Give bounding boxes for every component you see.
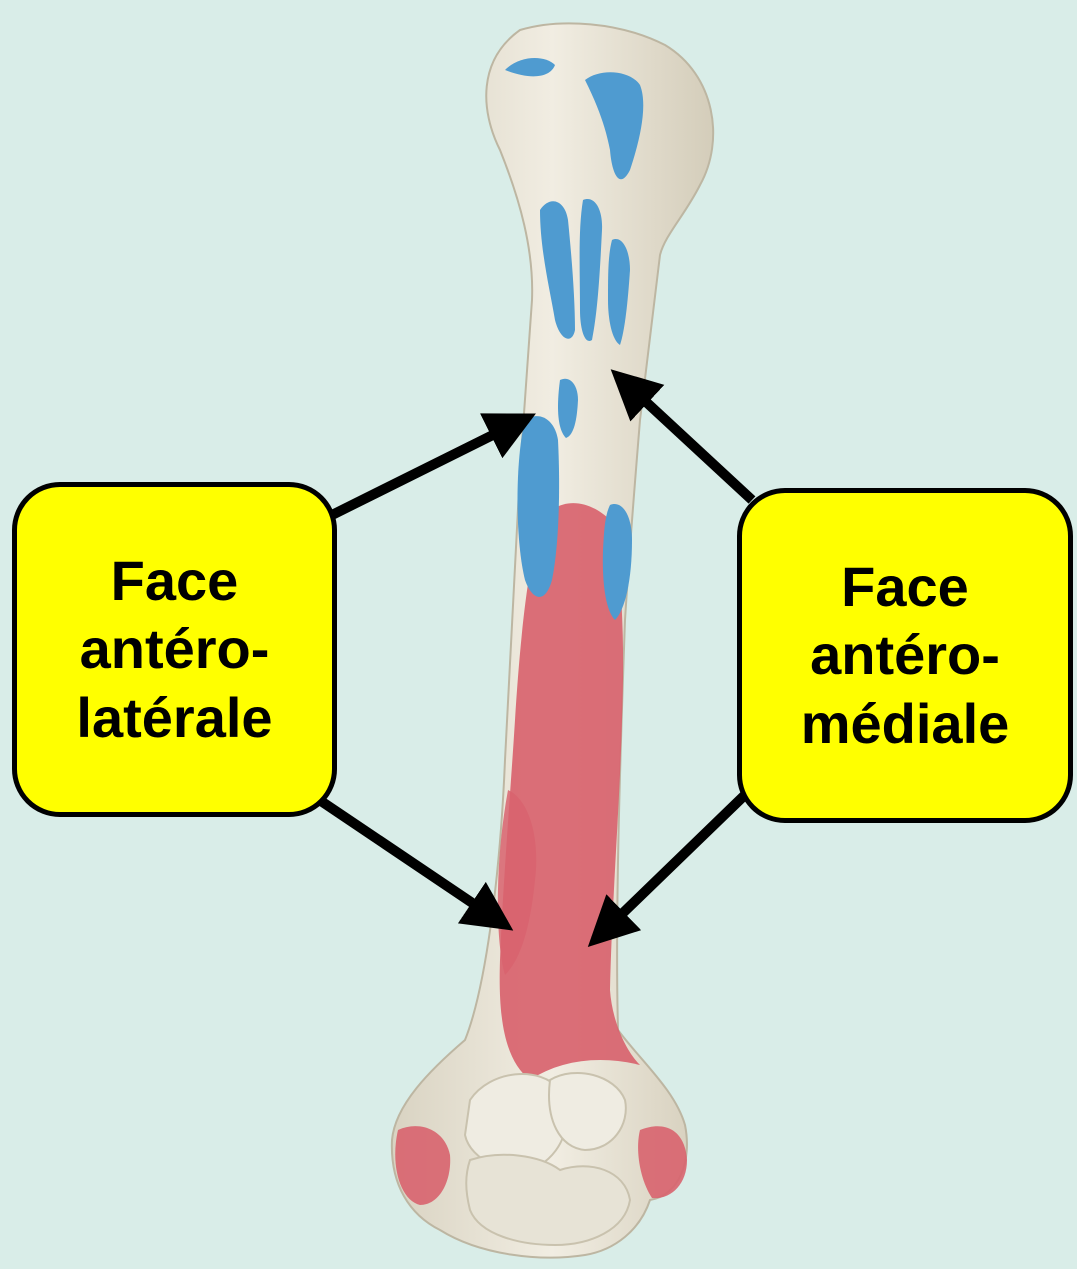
- label-right-line3: médiale: [801, 690, 1010, 758]
- label-face-antero-laterale: Face antéro- latérale: [12, 482, 337, 817]
- label-left-line1: Face: [111, 547, 239, 615]
- humerus-bone: [392, 23, 713, 1257]
- arrow-lateral-upper: [328, 418, 527, 517]
- arrow-lateral-lower: [315, 797, 505, 925]
- label-left-line3: latérale: [76, 684, 272, 752]
- label-left-line2: antéro-: [80, 615, 270, 683]
- blue-insertion-deltoid-left: [518, 416, 560, 597]
- label-right-line2: antéro-: [810, 621, 1000, 689]
- label-face-antero-mediale: Face antéro- médiale: [737, 488, 1073, 823]
- blue-insertion-deltoid-right: [603, 504, 632, 620]
- label-right-line1: Face: [841, 553, 969, 621]
